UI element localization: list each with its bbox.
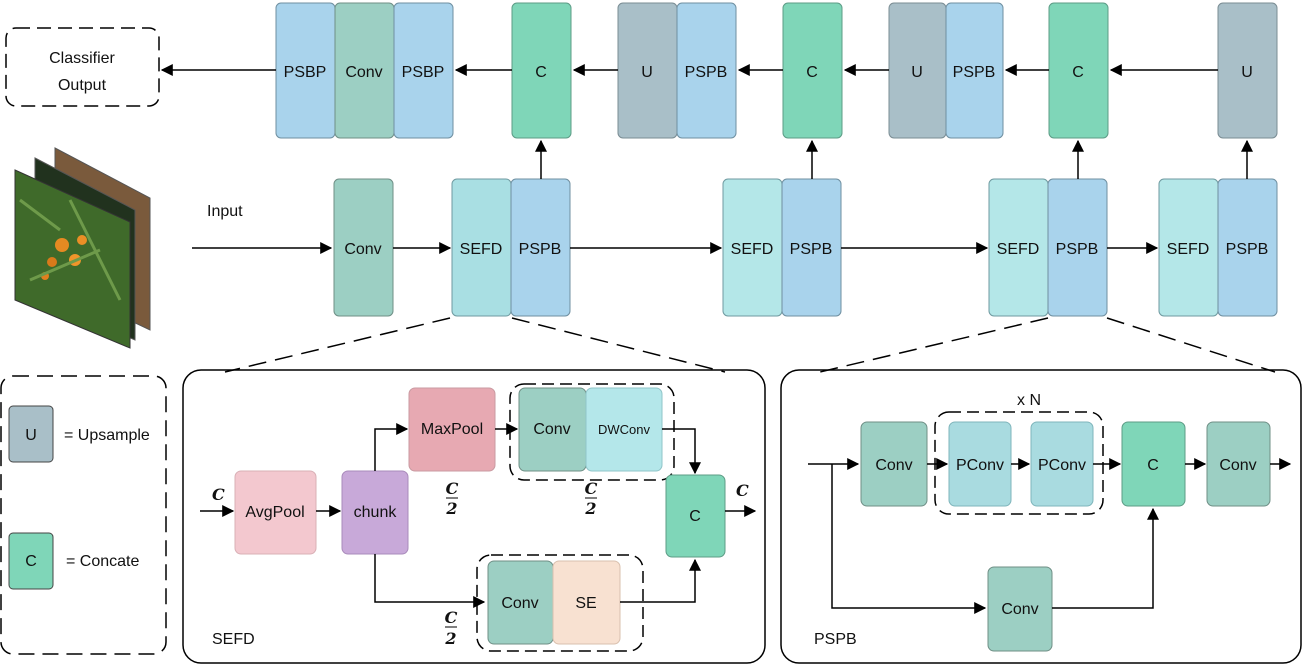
- pspb-conv2-label: Conv: [1219, 457, 1256, 474]
- fraction-numerator-3: C: [445, 608, 458, 627]
- upsample-label-3: U: [1241, 64, 1253, 81]
- fraction-denominator-2: 2: [584, 499, 596, 518]
- upsample-label-2: U: [911, 64, 923, 81]
- pspb-label-1: PSPB: [519, 241, 562, 258]
- pspb-label-2: PSPB: [790, 241, 833, 258]
- pspb-conv1-label: Conv: [875, 457, 912, 474]
- fraction-numerator-1: C: [446, 479, 459, 498]
- avgpool-label: AvgPool: [245, 504, 304, 521]
- legend-concate-text: = Concate: [66, 553, 139, 570]
- psbp-label-2: PSBP: [402, 64, 445, 81]
- sefd-label-4: SEFD: [1167, 241, 1210, 258]
- pspb-title: PSPB: [814, 631, 857, 648]
- sefd-concat-label: C: [689, 508, 701, 525]
- pconv1-label: PConv: [956, 457, 1004, 474]
- maxpool-label: MaxPool: [421, 421, 483, 438]
- sefd-label-2: SEFD: [731, 241, 774, 258]
- encoder-row: Conv SEFD PSPB SEFD PSPB SEFD PSPB SEFD …: [333, 178, 1278, 317]
- pspb-label-3: PSPB: [1056, 241, 1099, 258]
- pspb-label-top-1: PSPB: [685, 64, 728, 81]
- sefd-c-in: C: [212, 485, 225, 504]
- concat-label-2: C: [806, 64, 818, 81]
- upsample-label-1: U: [641, 64, 653, 81]
- pconv2-label: PConv: [1038, 457, 1086, 474]
- concat-label-3: C: [1072, 64, 1084, 81]
- sefd-c-out: C: [736, 481, 749, 500]
- sefd-title: SEFD: [212, 631, 255, 648]
- pspb-label-4: PSPB: [1226, 241, 1269, 258]
- fraction-denominator-3: 2: [444, 629, 456, 648]
- input-image-stack: [14, 147, 151, 349]
- conv-label-top: Conv: [345, 64, 382, 81]
- legend-u-box: U: [25, 427, 37, 444]
- pspb-conv3-label: Conv: [1001, 601, 1038, 618]
- legend-c-box: C: [25, 553, 37, 570]
- fraction-denominator-1: 2: [445, 499, 457, 518]
- pspb-panel: PSPB Conv x N PConv PConv C Conv Conv: [780, 369, 1302, 664]
- svg-text:Output: Output: [58, 77, 107, 94]
- sefd-conv2-label: Conv: [501, 595, 538, 612]
- legend: U = Upsample C = Concate: [0, 375, 167, 655]
- concat-label-1: C: [535, 64, 547, 81]
- conv-label-input: Conv: [344, 241, 381, 258]
- pspb-concat-label: C: [1147, 457, 1159, 474]
- repeat-label: x N: [1017, 392, 1041, 409]
- psbp-label-1: PSBP: [284, 64, 327, 81]
- sefd-label-1: SEFD: [460, 241, 503, 258]
- sefd-conv1-label: Conv: [533, 421, 570, 438]
- input-label: Input: [207, 203, 243, 220]
- classifier-output: Classifier Output: [5, 27, 160, 107]
- chunk-label: chunk: [354, 504, 398, 521]
- se-label: SE: [575, 595, 596, 612]
- sefd-panel: SEFD C AvgPool chunk MaxPool C 2 Conv DW…: [182, 369, 766, 664]
- dwconv-label: DWConv: [598, 422, 651, 437]
- decoder-row: PSBP Conv PSBP C U PSPB C U PSPB C U: [275, 2, 1278, 139]
- pspb-label-top-2: PSPB: [953, 64, 996, 81]
- fraction-numerator-2: C: [585, 479, 598, 498]
- legend-upsample-text: = Upsample: [64, 427, 150, 444]
- sefd-label-3: SEFD: [997, 241, 1040, 258]
- svg-text:Classifier: Classifier: [49, 50, 115, 67]
